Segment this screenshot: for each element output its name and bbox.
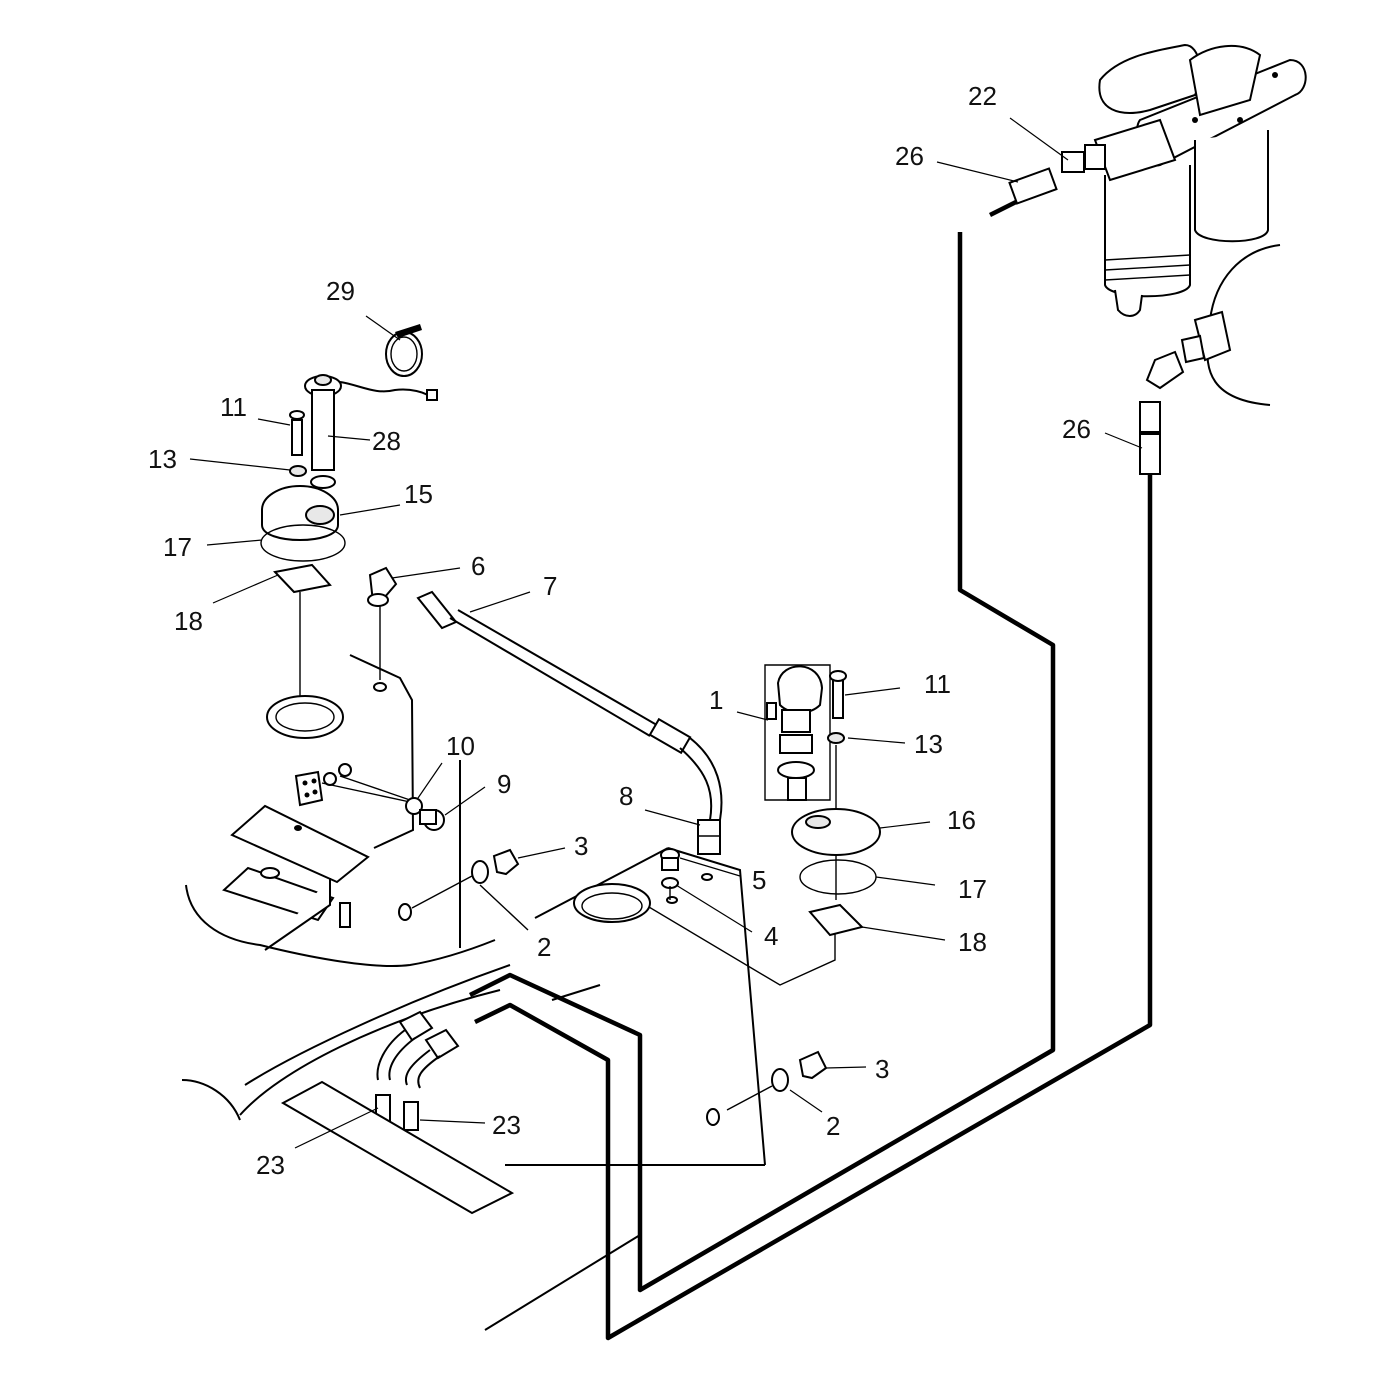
callout-15: 15 (404, 479, 433, 509)
callout-16: 16 (947, 805, 976, 835)
callout-8: 8 (619, 781, 633, 811)
fittings-9-10 (405, 797, 445, 831)
fuel-filter-assembly (1008, 43, 1307, 475)
callout-23-right: 23 (492, 1110, 521, 1140)
fuel-tank-outline (181, 654, 836, 1331)
callout-18-right: 18 (958, 927, 987, 957)
callout-10: 10 (446, 731, 475, 761)
callout-26-top: 26 (895, 141, 924, 171)
fuel-level-sender-left (260, 324, 438, 739)
callout-3-lower: 3 (875, 1054, 889, 1084)
callout-2-upper: 2 (537, 932, 551, 962)
callout-2-lower: 2 (826, 1111, 840, 1141)
callout-22: 22 (968, 81, 997, 111)
callout-17-right: 17 (958, 874, 987, 904)
callout-7: 7 (543, 571, 557, 601)
callout-11-right: 11 (924, 669, 951, 699)
leader-lines (189, 117, 1143, 1149)
callout-4: 4 (764, 921, 778, 951)
callout-11-left: 11 (220, 392, 247, 422)
mounting-bracket-left (222, 763, 411, 951)
callout-1: 1 (709, 685, 723, 715)
callout-23-left: 23 (256, 1150, 285, 1180)
callout-18-left: 18 (174, 606, 203, 636)
callout-13-left: 13 (148, 444, 177, 474)
callout-17-left: 17 (163, 532, 192, 562)
callout-9: 9 (497, 769, 511, 799)
callout-28: 28 (372, 426, 401, 456)
callout-labels: 29 11 28 13 15 17 18 6 7 10 9 8 1 11 13 … (148, 81, 1091, 1180)
callout-26-bottom: 26 (1062, 414, 1091, 444)
tank-port-fittings (660, 848, 713, 904)
filler-cap-assembly (573, 664, 881, 937)
return-hose-assembly (367, 566, 723, 855)
callout-6: 6 (471, 551, 485, 581)
drain-plugs (398, 848, 828, 1126)
callout-13-right: 13 (914, 729, 943, 759)
callout-5: 5 (752, 865, 766, 895)
callout-29: 29 (326, 276, 355, 306)
callout-3-upper: 3 (574, 831, 588, 861)
